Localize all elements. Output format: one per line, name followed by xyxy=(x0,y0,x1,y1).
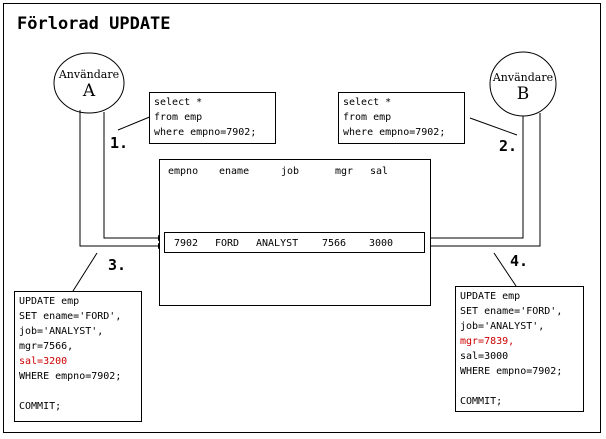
user-b-read-line xyxy=(426,116,524,239)
column-header-ename: ename xyxy=(219,166,250,177)
select-line: select * xyxy=(343,97,392,108)
user-a-label: Användare A xyxy=(54,68,124,102)
update-line: job='ANALYST', xyxy=(19,326,104,337)
user-a-label-letter: A xyxy=(82,81,96,102)
select-query-box-a: select * from emp where empno=7902; xyxy=(149,92,276,144)
update-line xyxy=(460,379,579,394)
step-3-label: 3. xyxy=(108,256,127,274)
select-line: where empno=7902; xyxy=(154,127,257,138)
update-line: job='ANALYST', xyxy=(460,321,545,332)
select-line: select * xyxy=(154,97,203,108)
cell-job: ANALYST xyxy=(256,238,299,249)
diagram-title: Förlorad UPDATE xyxy=(17,14,171,34)
column-header-sal: sal xyxy=(370,166,389,177)
update-line: COMMIT; xyxy=(460,396,503,407)
update-line: COMMIT; xyxy=(19,401,62,412)
update-line xyxy=(19,384,137,399)
cell-empno: 7902 xyxy=(174,238,199,249)
cell-mgr: 7566 xyxy=(322,238,347,249)
column-header-mgr: mgr xyxy=(335,166,354,177)
cell-ename: FORD xyxy=(215,238,240,249)
column-header-job: job xyxy=(281,166,300,177)
user-b-write-line xyxy=(426,113,541,247)
step-1-label: 1. xyxy=(110,134,129,152)
update-line: mgr=7566, xyxy=(19,341,74,352)
update-line: WHERE empno=7902; xyxy=(460,366,563,377)
cell-sal: 3000 xyxy=(369,238,394,249)
step-4-label: 4. xyxy=(510,252,529,270)
select-line: where empno=7902; xyxy=(343,127,446,138)
step-2-label: 2. xyxy=(499,137,518,155)
user-a-circle xyxy=(53,52,125,114)
diagram-frame xyxy=(3,3,601,433)
user-b-label-top: Användare xyxy=(492,71,554,84)
column-header-empno: empno xyxy=(168,166,199,177)
update-line: sal=3200 xyxy=(19,356,68,367)
user-a-write-line xyxy=(79,110,163,247)
update-line: SET ename='FORD', xyxy=(19,311,122,322)
leader-step-3 xyxy=(72,252,98,292)
leader-step-1 xyxy=(117,115,153,131)
update-line: mgr=7839, xyxy=(460,336,515,347)
update-line: SET ename='FORD', xyxy=(460,306,563,317)
user-b-label: Användare B xyxy=(488,71,558,105)
select-query-box-b: select * from emp where empno=7902; xyxy=(338,92,465,144)
leader-step-2 xyxy=(469,117,518,136)
update-line: WHERE empno=7902; xyxy=(19,371,122,382)
select-line: from emp xyxy=(343,112,392,123)
select-line: from emp xyxy=(154,112,203,123)
user-a-label-top: Användare xyxy=(58,68,120,81)
update-line: UPDATE emp xyxy=(460,291,521,302)
user-a-read-line xyxy=(103,112,163,239)
user-b-label-letter: B xyxy=(516,84,530,105)
update-line: UPDATE emp xyxy=(19,296,80,307)
update-line: sal=3000 xyxy=(460,351,509,362)
leader-step-4 xyxy=(493,252,517,287)
table-row xyxy=(164,232,425,253)
